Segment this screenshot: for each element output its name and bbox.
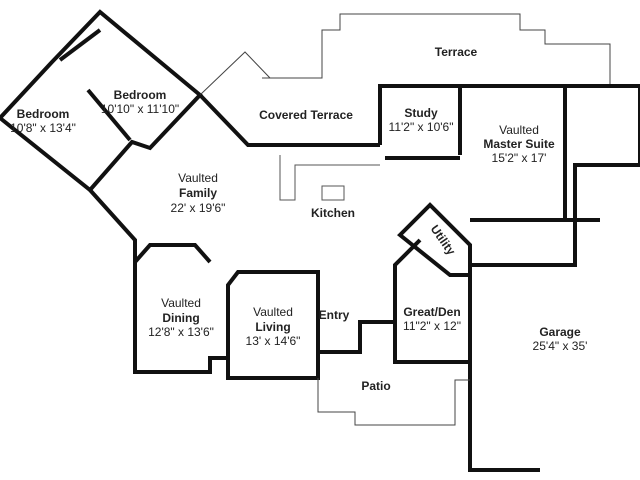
room-label-covered-terrace: Covered Terrace [259,108,353,122]
room-label-study: Study [404,106,438,120]
room-label-great-den: Great/Den [403,305,461,319]
bath-wall [58,28,102,62]
room-size-living: 13' x 14'6" [245,334,301,348]
room-label-entry: Entry [318,308,350,322]
room-label-patio: Patio [361,379,391,393]
room-label-terrace: Terrace [434,45,478,59]
covered-terrace-wall [198,93,380,147]
room-prefix-dining: Vaulted [161,296,201,310]
room-size-study: 11'2" x 10'6" [388,120,454,134]
room-label-bedroom: Bedroom [16,107,70,121]
room-size-great-den: 11"2" x 12" [403,319,461,333]
dining-bay [133,243,212,264]
room-size-bedroom: 10'10" x 11'10" [100,102,180,116]
room-label-garage: Garage [539,325,581,339]
garage-walls [468,265,540,472]
main-outer-wall [88,84,640,380]
room-size-family: 22' x 19'6" [170,201,226,215]
room-label-dining: Dining [162,311,200,325]
room-label-master-suite: Master Suite [483,137,555,151]
room-label-family: Family [178,186,218,200]
room-size-master-suite: 15'2" x 17' [491,151,547,165]
terrace-outline [262,13,611,86]
kitchen-island [321,185,345,201]
covered-terrace-outline [199,51,271,96]
room-size-garage: 25'4" x 35' [532,339,588,353]
kitchen-counter [279,155,380,201]
room-label-living: Living [255,320,291,334]
utility-walls [397,202,472,277]
room-label-kitchen: Kitchen [310,206,356,220]
room-prefix-living: Vaulted [253,305,293,319]
room-label-bedroom: Bedroom [113,88,167,102]
room-size-bedroom: 10'8" x 13'4" [10,121,76,135]
patio-outline [317,378,470,426]
bedroom-wing-walls [0,9,203,193]
room-prefix-family: Vaulted [178,171,218,185]
room-size-dining: 12'8" x 13'6" [148,325,214,339]
room-prefix-master: Vaulted [499,123,539,137]
living-walls [226,270,320,378]
den-walls [393,238,422,322]
bedroom-divider-wall [86,88,132,142]
